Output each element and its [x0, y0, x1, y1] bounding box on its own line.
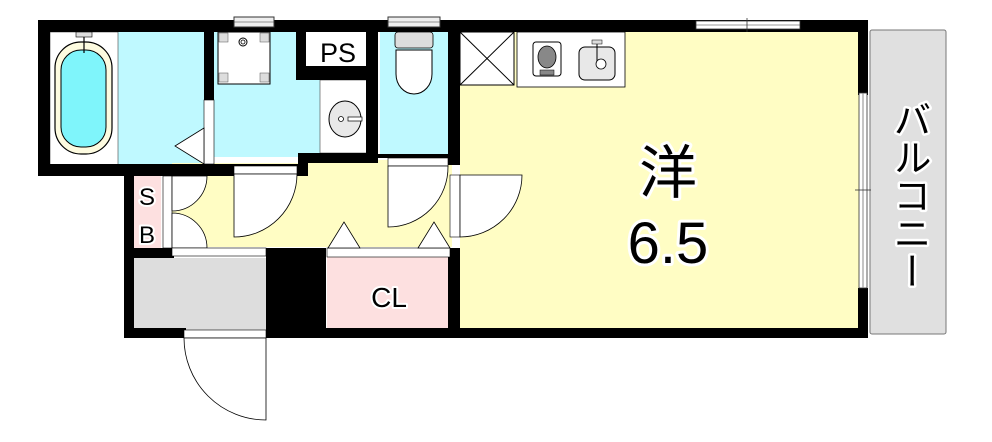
bathtub-icon: [54, 31, 113, 155]
balcony-floor: [869, 29, 947, 335]
shoe-box-label-s: S: [139, 184, 155, 211]
ps-label: PS: [320, 38, 356, 68]
shoe-box-floor: [133, 176, 161, 248]
kitchen-sink-icon: [578, 39, 616, 81]
doors: [162, 99, 523, 421]
stove-icon: [532, 41, 562, 77]
shoe-box-label-b: B: [139, 222, 155, 249]
wash-basin-icon: [328, 100, 363, 138]
western-room-kanji: 洋: [639, 141, 697, 206]
refrigerator-space-icon: [459, 31, 515, 86]
entrance-floor: [131, 258, 266, 330]
washing-machine-icon: [217, 31, 271, 85]
closet-label: CL: [371, 282, 407, 313]
toilet-icon: [394, 31, 434, 95]
ps-floor: [306, 30, 370, 68]
closet-floor: [327, 257, 450, 329]
western-room-size: 6.5: [628, 211, 709, 276]
balcony-label: バルコニー: [887, 100, 929, 290]
windows: [233, 16, 871, 289]
kitchen-counter: [516, 31, 626, 88]
